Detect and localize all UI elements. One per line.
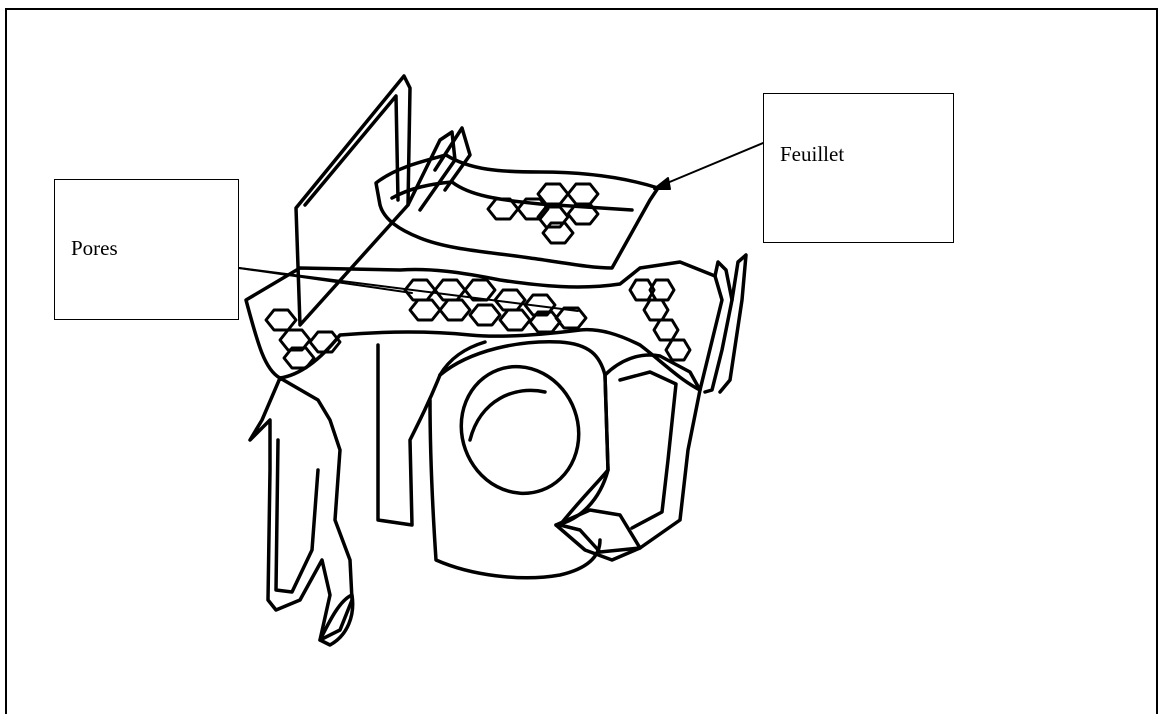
left-hanging-flap-inner (276, 440, 318, 592)
inner-shaft-2 (430, 400, 600, 578)
feuillet-label-box: Feuillet (763, 93, 954, 243)
pore (644, 300, 668, 320)
feuillet-label: Feuillet (780, 142, 844, 167)
pore-cluster-upper (488, 184, 598, 243)
right-strip (705, 262, 732, 392)
middle-back-flap (408, 132, 455, 210)
pore (470, 305, 500, 325)
pore (488, 199, 518, 219)
pore-cluster-right (630, 280, 690, 360)
pore (568, 184, 598, 204)
cylinder-opening-inner (470, 390, 545, 440)
cylinder-opening (444, 350, 597, 510)
pore (495, 290, 525, 310)
pore (410, 300, 440, 320)
right-strip-2 (720, 255, 746, 392)
pore (266, 310, 296, 330)
pore (440, 300, 470, 320)
pores-pointer-line-2 (239, 268, 578, 311)
left-hanging-flap (250, 378, 352, 640)
pore-cluster-left (266, 310, 340, 368)
feuillet-arrowhead (654, 178, 670, 189)
pore (666, 340, 690, 360)
pores-label: Pores (71, 236, 118, 261)
pore (654, 320, 678, 340)
feuillet-pointer-line (660, 143, 763, 186)
pores-label-box: Pores (54, 179, 239, 320)
pore (538, 184, 568, 204)
right-front-flap (560, 355, 700, 552)
right-front-flap-inner (620, 372, 676, 528)
left-tall-flap-inner (305, 96, 398, 205)
pore (500, 310, 530, 330)
